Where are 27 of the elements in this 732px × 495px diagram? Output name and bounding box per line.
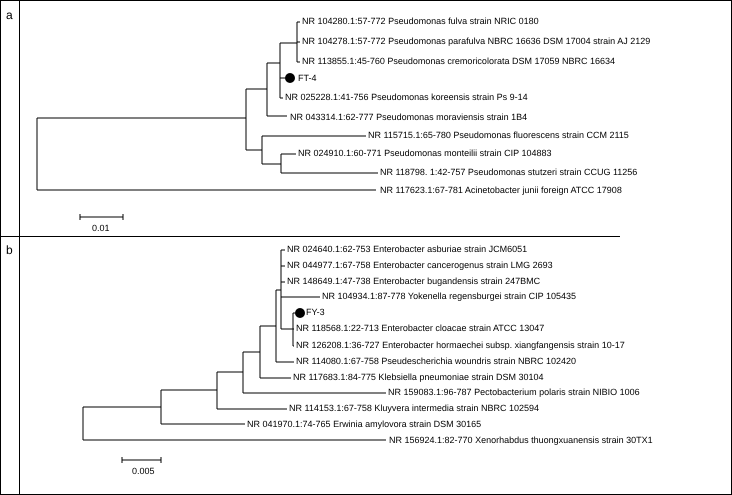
scale-label: 0.005 [132,466,155,477]
taxon-label: NR 025228.1:41-756 Pseudomonas koreensis strain Ps 9-14 [285,92,528,103]
taxon-label: NR 041970.1:74-765 Erwinia amylovora strain DSM 30165 [247,419,482,430]
taxon-label: NR 043314.1:62-777 Pseudomonas moraviensis strain 1B4 [290,112,528,123]
taxon-label: NR 115715.1:65-780 Pseudomonas fluorescens strain CCM 2115 [368,130,629,141]
taxon-label: NR 156924.1:82-770 Xenorhabdus thuongxuanensis strain 30TX1 [389,435,653,446]
taxon-label: NR 104278.1:57-772 Pseudomonas parafulva NBRC 16636 DSM 17004 strain AJ 2129 [302,36,650,47]
taxon-label: NR 148649.1:47-738 Enterobacter bugandensis strain 247BMC [287,276,540,287]
taxon-label: NR 117623.1:67-781 Acinetobacter junii foreign ATCC 17908 [380,185,622,196]
sample-label: FY-3 [306,307,325,318]
taxon-label: NR 126208.1:36-727 Enterobacter hormaechei subsp. xiangfangensis strain 10-17 [296,340,625,351]
taxon-label: NR 113855.1:45-760 Pseudomonas cremoricolorata DSM 17059 NBRC 16634 [302,56,616,67]
taxon-label: NR 024640.1:62-753 Enterobacter asburiae strain JCM6051 [287,244,528,255]
taxon-label: NR 117683.1:84-775 Klebsiella pneumoniae strain DSM 30104 [293,372,544,383]
panel-letter: b [6,243,13,257]
taxon-label: NR 114080.1:67-758 Pseudescherichia woundris strain NBRC 102420 [296,356,576,367]
taxon-label: NR 104280.1:57-772 Pseudomonas fulva strain NRIC 0180 [302,16,539,27]
taxon-label: NR 024910.1:60-771 Pseudomonas monteilii strain CIP 104883 [298,148,552,159]
taxon-label: NR 044977.1:67-758 Enterobacter cancerogenus strain LMG 2693 [287,260,553,271]
taxon-label: NR 104934.1:87-778 Yokenella regensburgei strain CIP 105435 [322,291,576,302]
scale-label: 0.01 [92,223,110,234]
sample-label: FT-4 [298,73,317,84]
taxon-label: NR 114153.1:67-758 Kluyvera intermedia strain NBRC 102594 [289,403,539,414]
taxon-label: NR 159083.1:96-787 Pectobacterium polaris strain NIBIO 1006 [388,387,640,398]
panel-letter: a [6,8,13,22]
taxon-label: NR 118798. 1:42-757 Pseudomonas stutzeri strain CCUG 11256 [380,167,638,178]
taxon-label: NR 118568.1:22-713 Enterobacter cloacae strain ATCC 13047 [296,323,544,334]
